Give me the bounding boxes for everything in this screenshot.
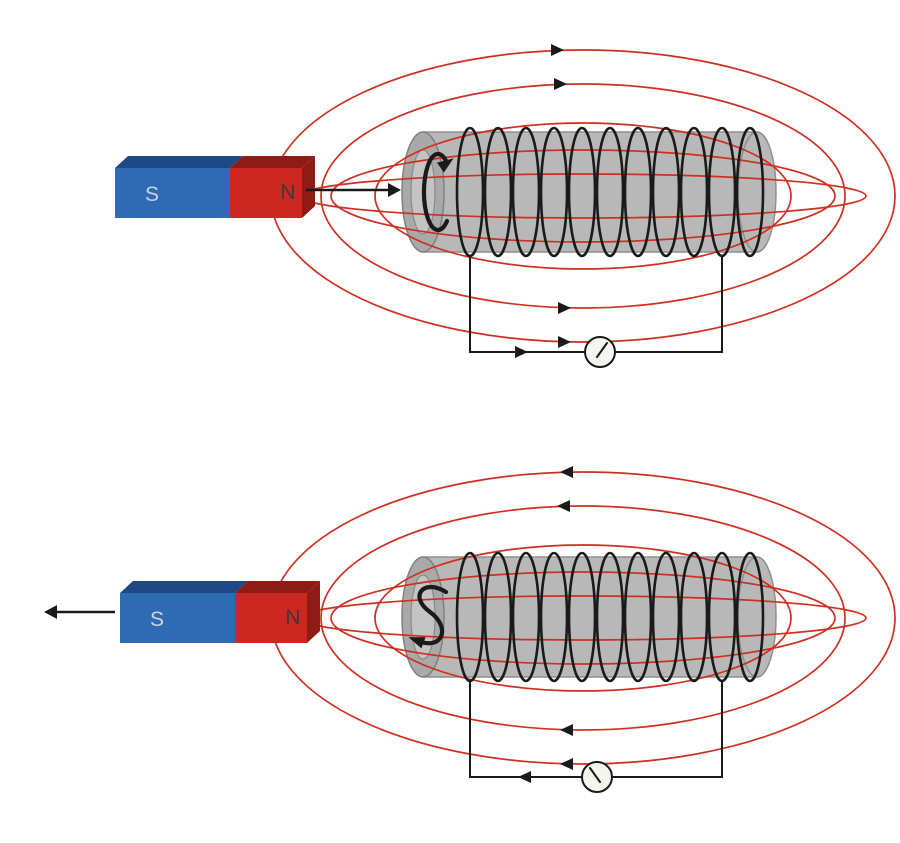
south-pole-label: S: [145, 183, 159, 206]
current-loop-arrowhead: [437, 158, 454, 173]
current-direction-arrow: [515, 346, 528, 358]
field-direction-arrows: [551, 44, 571, 348]
magnet-side-north: [302, 156, 315, 218]
bar-magnet: S N: [115, 156, 315, 218]
induced-current-arrow: [408, 584, 449, 649]
magnet-side-north: [307, 581, 320, 643]
circuit-wire-right: [612, 681, 723, 778]
field-line-through-coil-outer: [330, 149, 836, 243]
south-pole-label: S: [150, 608, 164, 631]
magnet-motion-arrow: [306, 183, 401, 197]
magnet-north-face: [235, 593, 307, 643]
motion-arrow-head: [44, 605, 57, 619]
field-direction-arrows: [557, 466, 573, 770]
current-direction-arrow: [518, 771, 531, 783]
current-loop-arc: [421, 151, 450, 233]
current-loop-arc: [413, 584, 449, 646]
field-line-inner: [374, 544, 792, 692]
cylinder-right-cap: [737, 556, 777, 678]
field-arrow-top-outer: [560, 466, 573, 478]
galvanometer: [584, 336, 616, 368]
magnet-south-face: [120, 593, 235, 643]
magnet-top-north: [230, 156, 315, 168]
field-line-through-coil-outer: [330, 571, 836, 665]
circuit-wire-right: [615, 256, 723, 353]
circuit: [469, 256, 723, 368]
field-lines: [270, 471, 896, 765]
magnet-top-south: [115, 156, 243, 168]
circuit: [469, 681, 723, 793]
circuit-wire-left: [469, 681, 582, 778]
magnet-top-south: [120, 581, 248, 593]
field-line-mid: [320, 83, 846, 309]
field-arrow-bottom-outer: [558, 336, 571, 348]
cylinder-body: [422, 131, 758, 253]
north-pole-label: N: [280, 181, 295, 204]
magnet-top-north: [235, 581, 320, 593]
field-arrow-top-mid: [554, 78, 567, 90]
bar-magnet: S N: [120, 581, 320, 643]
north-pole-label: N: [285, 606, 300, 629]
magnet-north-face: [230, 168, 302, 218]
field-arrow-bottom-mid: [560, 724, 573, 736]
magnet-motion-arrow: [44, 605, 115, 619]
panel-magnet-approaching: S N: [115, 44, 896, 368]
field-line-mid: [320, 505, 846, 731]
galvanometer-needle: [596, 342, 608, 358]
field-arrow-top-outer: [551, 44, 564, 56]
field-arrow-bottom-outer: [560, 758, 573, 770]
galvanometer: [581, 761, 613, 793]
circuit-wire-left: [469, 256, 585, 353]
galvanometer-needle: [589, 767, 601, 783]
field-arrow-bottom-mid: [558, 302, 571, 314]
panel-magnet-withdrawing: S N: [44, 466, 896, 793]
magnet-south-face: [115, 168, 230, 218]
current-loop-arrowhead: [408, 637, 426, 649]
field-arrow-top-mid: [557, 500, 570, 512]
induced-current-arrow: [421, 151, 454, 233]
motion-arrow-head: [388, 183, 401, 197]
field-line-inner: [374, 122, 792, 270]
